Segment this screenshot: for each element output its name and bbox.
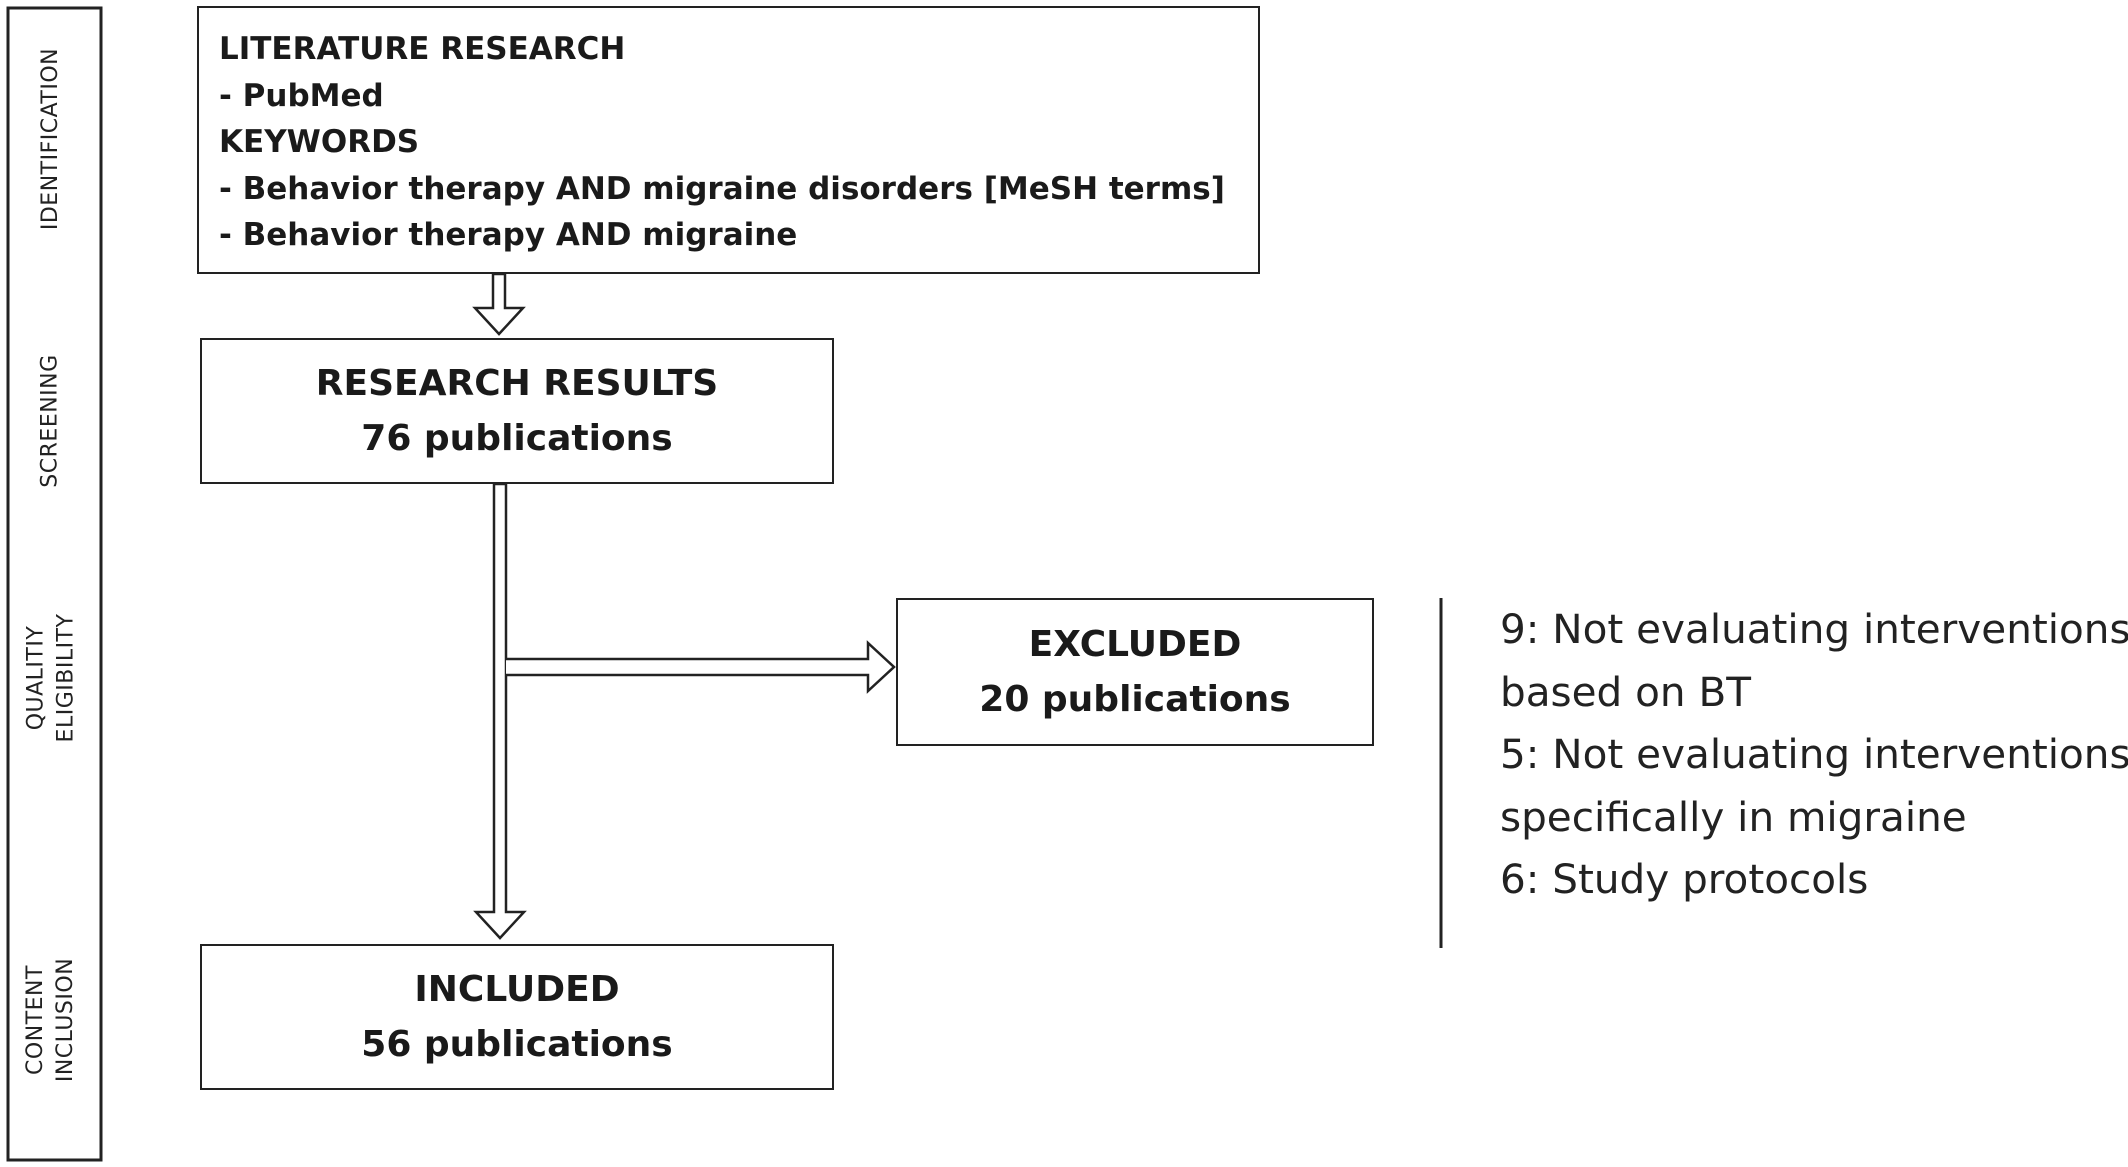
results-count: 76 publications — [361, 418, 673, 459]
excluded-count: 20 publications — [979, 679, 1291, 720]
included-title: INCLUDED — [414, 969, 620, 1010]
results-title: RESEARCH RESULTS — [315, 363, 719, 404]
exclusion-reason-line: specifically in migraine — [1500, 792, 1967, 841]
included-count: 56 publications — [361, 1024, 673, 1065]
exclusion-reason-line: 6: Study protocols — [1500, 855, 1869, 903]
stage-text-line-1: QUALITIY — [23, 625, 49, 731]
identification-line: - Behavior therapy AND migraine — [219, 217, 798, 253]
stage-text: SCREENING — [38, 354, 63, 488]
excluded-box: EXCLUDED 20 publications — [896, 598, 1374, 746]
exclusion-reasons: 9: Not evaluating interventions based on… — [1500, 598, 2128, 911]
arrow-identification-to-results — [472, 272, 526, 336]
stage-text-line-1: CONTENT — [23, 965, 49, 1075]
stage-text-line-2: ELIGIBILITY — [53, 613, 79, 743]
stage-text: IDENTIFICATION — [38, 47, 64, 231]
identification-line: LITERATURE RESEARCH — [219, 31, 626, 67]
stage-column-frame — [6, 6, 103, 1162]
included-box: INCLUDED 56 publications — [200, 944, 834, 1090]
identification-line: - Behavior therapy AND migraine disorder… — [219, 170, 1225, 207]
stage-label-eligibility: QUALITIY ELIGIBILITY — [0, 562, 102, 794]
stage-text-line-2: INCLUSION — [53, 957, 79, 1083]
identification-line: KEYWORDS — [219, 124, 420, 160]
identification-box: LITERATURE RESEARCH - PubMed KEYWORDS - … — [197, 6, 1260, 274]
identification-line: - PubMed — [219, 77, 384, 114]
stage-label-identification: IDENTIFICATION — [0, 8, 102, 270]
exclusion-reason-line: based on BT — [1500, 667, 1751, 716]
arrow-results-to-included — [473, 482, 527, 940]
excluded-title: EXCLUDED — [1028, 624, 1242, 665]
exclusion-reason-line: 9: Not evaluating interventions — [1500, 605, 2128, 653]
arrow-to-excluded — [506, 640, 896, 694]
exclusion-reason-line: 5: Not evaluating interventions — [1500, 730, 2128, 778]
stage-label-inclusion: CONTENT INCLUSION — [0, 880, 102, 1160]
stage-label-screening: SCREENING — [0, 280, 102, 562]
research-results-box: RESEARCH RESULTS 76 publications — [200, 338, 834, 484]
